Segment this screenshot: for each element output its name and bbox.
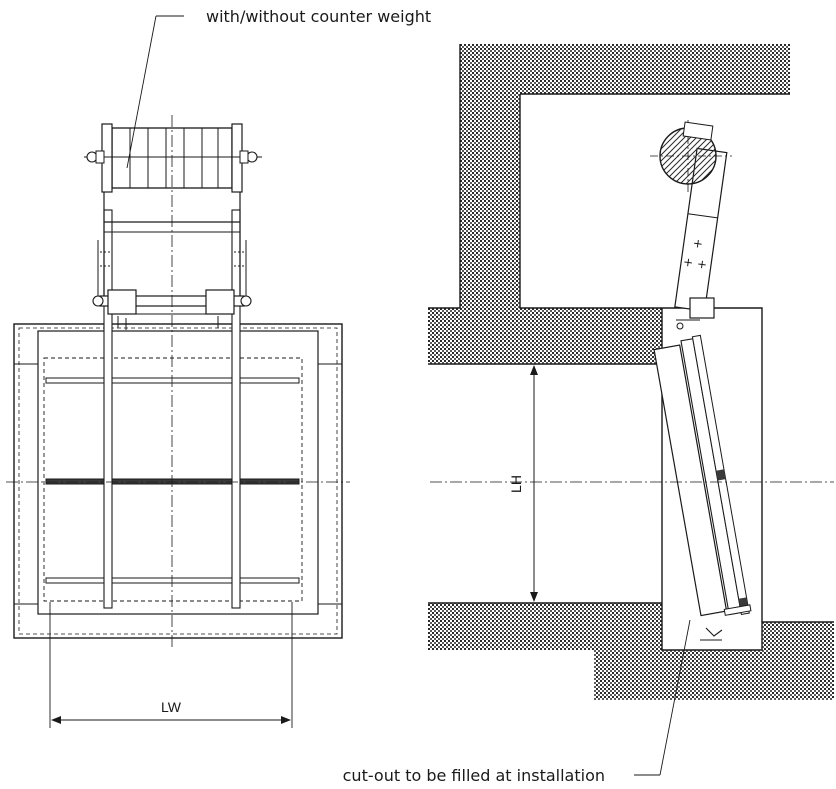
right-rod	[231, 209, 241, 609]
inner-frame	[37, 330, 319, 615]
width-label: LW	[161, 699, 182, 715]
outer-frame	[13, 323, 343, 639]
svg-text:+: +	[696, 257, 708, 272]
top-bar	[45, 377, 300, 384]
cut-out-leader	[659, 619, 691, 776]
middle-bar	[45, 478, 300, 485]
blade-outline	[43, 357, 303, 602]
counter-weight-leader	[126, 15, 157, 169]
counter-weight-label: with/without counter weight	[206, 7, 431, 26]
width-dimension: LW	[49, 602, 293, 728]
front-view: LW with/without counter weight	[6, 7, 431, 728]
bottom-bar	[45, 577, 300, 584]
counter-weight-disc	[650, 120, 732, 194]
height-label: LH	[508, 475, 524, 493]
height-dimension: LH	[508, 365, 538, 602]
pivot-bracket	[689, 297, 715, 319]
wall-section	[428, 44, 834, 700]
left-rod	[103, 209, 113, 609]
cut-out-label: cut-out to be filled at installation	[343, 766, 605, 785]
damper-blade	[653, 334, 752, 617]
counter-weight	[84, 123, 262, 193]
svg-text:+: +	[682, 255, 694, 270]
side-view: + + + LH cut-out to be filled at install…	[343, 44, 834, 785]
svg-text:+: +	[692, 236, 704, 251]
